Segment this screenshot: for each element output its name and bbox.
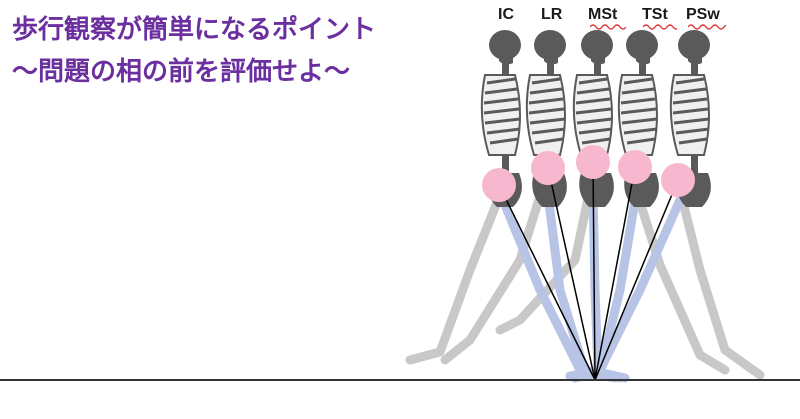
hip-marker-lr — [531, 151, 565, 185]
force-line-mst — [592, 161, 596, 381]
stance-leg-psw — [565, 195, 685, 381]
squiggle-path — [643, 24, 677, 30]
back-leg-psw — [675, 185, 765, 380]
squiggle-path — [590, 24, 626, 30]
hip-marker-ic — [482, 168, 516, 202]
hip-marker-tst — [618, 150, 652, 184]
squiggle-path — [688, 24, 726, 30]
title-line-1: 歩行観察が簡単になるポイント — [12, 15, 377, 45]
force-line-psw — [594, 179, 679, 381]
back-legs — [405, 170, 765, 380]
force-line-tst — [594, 166, 636, 381]
squiggle-underline-mst — [590, 24, 626, 30]
hip-marker-mst — [576, 145, 610, 179]
squiggle-underline-psw — [688, 24, 726, 30]
phase-label-mst: MSt — [588, 6, 618, 23]
hip-marker-psw — [661, 163, 695, 197]
force-line-lr — [547, 167, 596, 381]
stance-legs — [500, 185, 685, 383]
back-leg-ic — [405, 190, 505, 365]
phase-label-psw: PSw — [686, 6, 720, 23]
back-leg-lr — [440, 175, 550, 365]
force-line-ic — [498, 184, 596, 381]
phase-label-lr: LR — [541, 6, 563, 23]
back-leg-tst — [628, 175, 730, 375]
title-line-2: 〜問題の相の前を評価せよ〜 — [12, 57, 351, 87]
force-lines — [498, 161, 679, 381]
phase-label-ic: IC — [498, 6, 514, 23]
back-leg-mst — [495, 170, 598, 335]
hip-markers — [482, 145, 695, 202]
phase-label-tst: TSt — [642, 6, 668, 23]
squiggle-underline-tst — [643, 24, 677, 30]
